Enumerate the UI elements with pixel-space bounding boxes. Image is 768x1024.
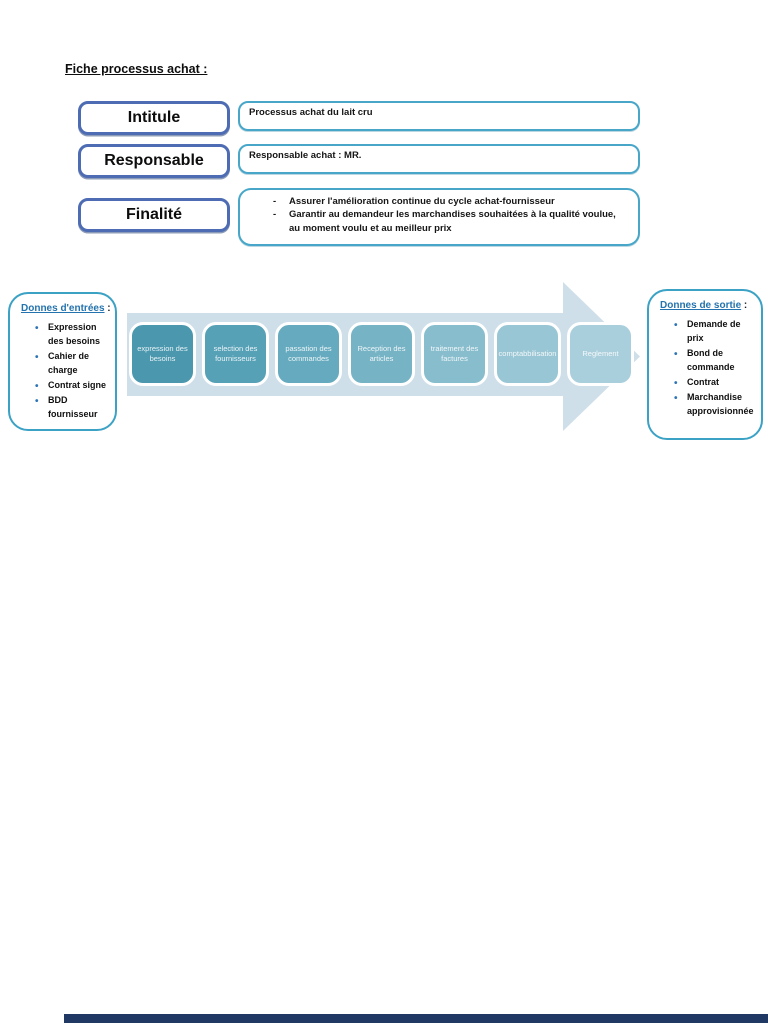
- finalite-bullet: Garantir au demandeur les marchandises s…: [273, 208, 629, 235]
- process-step-label: Reglement: [582, 349, 619, 359]
- process-step-expression-des-besoins: expression des besoins: [129, 322, 196, 386]
- inputs-title: Donnes d'entrées :: [21, 303, 111, 314]
- field-label-responsable-text: Responsable: [104, 152, 204, 169]
- input-item: Contrat signe: [35, 379, 110, 394]
- inputs-title-text: Donnes d'entrées: [21, 303, 105, 314]
- output-item: Bond de commande: [674, 347, 756, 375]
- process-step-reception-des-articles: Reception des articles: [348, 322, 415, 386]
- process-step-comptabbilisation: comptabbilisation: [494, 322, 561, 386]
- outputs-title: Donnes de sortie :: [660, 300, 756, 311]
- process-step-selection-des-fournisseurs: selection des fournisseurs: [202, 322, 269, 386]
- input-item: BDD fournisseur: [35, 394, 110, 422]
- field-value-intitule-text: Processus achat du lait cru: [249, 107, 373, 118]
- process-step-traitement-des-factures: traitement des factures: [421, 322, 488, 386]
- inputs-title-colon: :: [107, 303, 111, 314]
- process-step-label: expression des besoins: [137, 344, 188, 363]
- field-value-responsable: Responsable achat : MR.: [238, 144, 640, 174]
- inputs-list: Expression des besoins Cahier de charge …: [18, 321, 110, 422]
- field-label-finalite: Finalité: [78, 198, 230, 232]
- field-label-intitule: Intitule: [78, 101, 230, 135]
- inputs-box: Donnes d'entrées : Expression des besoin…: [8, 292, 117, 431]
- output-item: Contrat: [674, 376, 756, 391]
- process-step-passation-des-commandes: passation des commandes: [275, 322, 342, 386]
- finalite-bullet: Assurer l'amélioration continue du cycle…: [273, 195, 629, 209]
- page-title: Fiche processus achat :: [65, 62, 208, 76]
- output-item: Marchandise approvisionnée: [674, 391, 756, 419]
- finalite-bullet-list: Assurer l'amélioration continue du cycle…: [249, 195, 629, 235]
- bottom-page-bar: [64, 1014, 768, 1023]
- outputs-list: Demande de prix Bond de commande Contrat…: [657, 318, 756, 419]
- field-value-finalite: Assurer l'amélioration continue du cycle…: [238, 188, 640, 246]
- outputs-title-text: Donnes de sortie: [660, 300, 742, 311]
- field-value-intitule: Processus achat du lait cru: [238, 101, 640, 131]
- input-item: Cahier de charge: [35, 350, 110, 378]
- process-step-reglement: Reglement: [567, 322, 634, 386]
- field-label-finalite-text: Finalité: [125, 206, 182, 223]
- output-item: Demande de prix: [674, 318, 756, 346]
- process-step-label: passation des commandes: [285, 344, 332, 363]
- outputs-box: Donnes de sortie : Demande de prix Bond …: [647, 289, 763, 440]
- field-value-responsable-text: Responsable achat : MR.: [249, 150, 362, 161]
- process-step-label: traitement des factures: [430, 344, 479, 363]
- field-label-responsable: Responsable: [78, 144, 230, 178]
- input-item: Expression des besoins: [35, 321, 110, 349]
- process-step-label: Reception des articles: [357, 344, 406, 363]
- process-arrow-body: [127, 313, 564, 396]
- field-label-intitule-text: Intitule: [127, 109, 181, 126]
- process-step-label: selection des fournisseurs: [213, 344, 258, 363]
- process-step-label: comptabbilisation: [498, 349, 557, 359]
- outputs-title-colon: :: [743, 300, 748, 311]
